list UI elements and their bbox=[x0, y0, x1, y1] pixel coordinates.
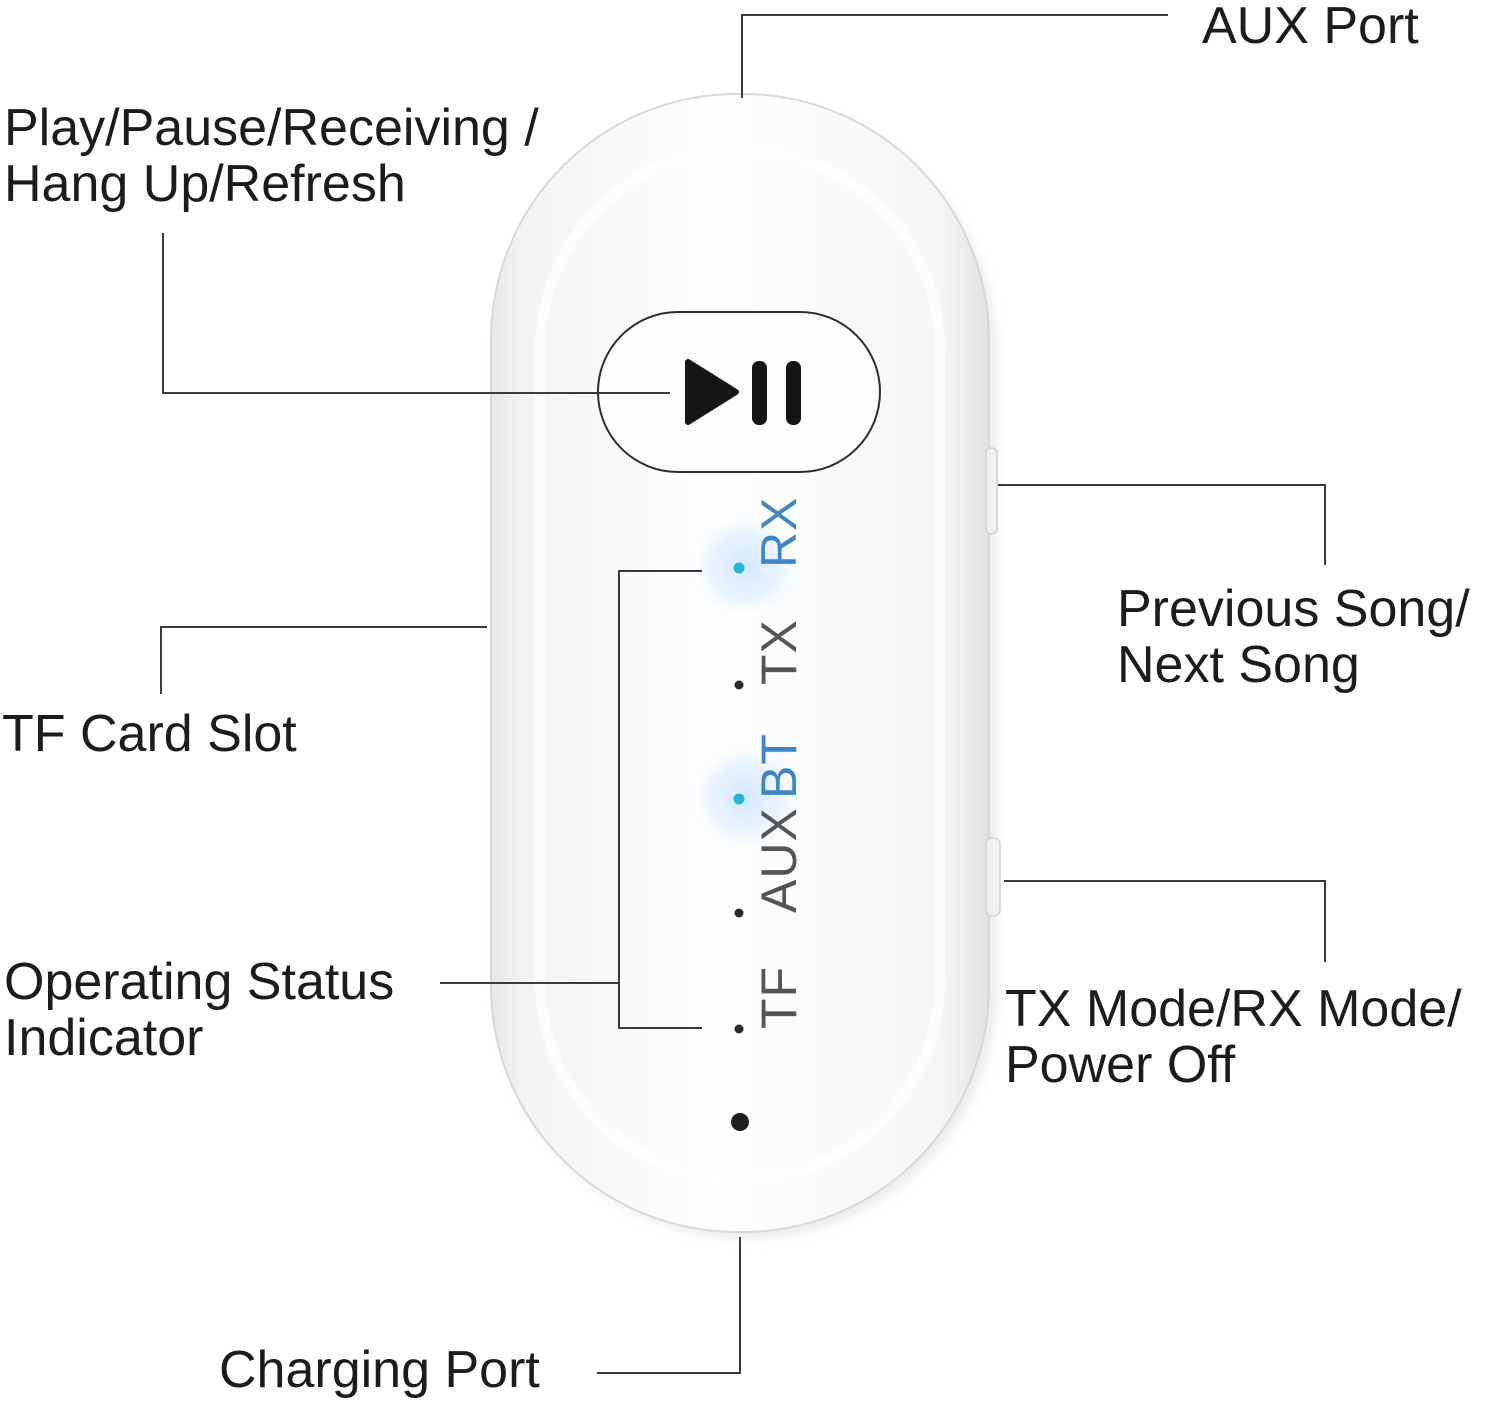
leader-line-previous-next bbox=[998, 484, 1326, 565]
device-body bbox=[490, 93, 990, 1233]
label-operating-status: Operating Status Indicator bbox=[4, 954, 394, 1066]
indicator-led-bt bbox=[733, 793, 745, 805]
label-operating-status-line2: Indicator bbox=[4, 1009, 204, 1067]
indicator-glow-rx bbox=[683, 506, 807, 626]
label-aux-port-text: AUX Port bbox=[1202, 0, 1419, 55]
indicator-label-tf: TF bbox=[751, 966, 807, 1029]
device-highlight bbox=[535, 145, 945, 1185]
indicator-layer: RX TX BT AUX TF bbox=[733, 497, 807, 1034]
indicator-led-rx bbox=[733, 562, 745, 574]
leader-line-status-bracket bbox=[618, 570, 702, 1029]
label-previous-next-line2: Next Song bbox=[1117, 636, 1360, 694]
label-mode-line1: TX Mode/RX Mode/ bbox=[1005, 980, 1462, 1038]
leader-line-mode bbox=[1004, 880, 1326, 962]
label-play-pause-line2: Hang Up/Refresh bbox=[4, 155, 406, 213]
leader-line-aux-port bbox=[741, 14, 1168, 98]
label-mode-line2: Power Off bbox=[1005, 1036, 1236, 1094]
label-charging-port: Charging Port bbox=[219, 1342, 540, 1398]
side-button-previous-next[interactable] bbox=[985, 447, 998, 535]
indicator-label-aux: AUX bbox=[751, 807, 807, 913]
indicator-glow-bt bbox=[683, 737, 807, 857]
indicator-label-rx: RX bbox=[751, 497, 807, 568]
label-mode-power: TX Mode/RX Mode/ Power Off bbox=[1005, 981, 1462, 1093]
indicator-led-tx bbox=[734, 680, 744, 690]
indicator-led-tf bbox=[734, 1024, 744, 1034]
label-previous-next-song: Previous Song/ Next Song bbox=[1117, 581, 1470, 693]
label-play-pause-line1: Play/Pause/Receiving / bbox=[4, 99, 539, 157]
indicator-label-bt: BT bbox=[751, 733, 807, 799]
leader-line-tf-card-slot bbox=[160, 626, 487, 694]
label-tf-card-slot: TF Card Slot bbox=[2, 706, 297, 762]
label-aux-port: AUX Port bbox=[1202, 0, 1419, 54]
label-charging-port-text: Charging Port bbox=[219, 1341, 540, 1399]
side-button-mode[interactable] bbox=[985, 837, 1001, 917]
label-operating-status-line1: Operating Status bbox=[4, 953, 395, 1011]
label-play-pause: Play/Pause/Receiving / Hang Up/Refresh bbox=[4, 100, 539, 212]
leader-line-play-pause bbox=[162, 233, 670, 394]
play-pause-icon bbox=[685, 359, 801, 425]
charging-led-dot bbox=[731, 1113, 749, 1131]
indicator-led-aux bbox=[734, 908, 744, 918]
indicator-glow-layer bbox=[683, 506, 807, 857]
indicator-label-tx: TX bbox=[751, 619, 807, 685]
leader-line-charging-port bbox=[597, 1237, 741, 1374]
label-previous-next-line1: Previous Song/ bbox=[1117, 580, 1470, 638]
label-tf-card-slot-text: TF Card Slot bbox=[2, 705, 297, 763]
